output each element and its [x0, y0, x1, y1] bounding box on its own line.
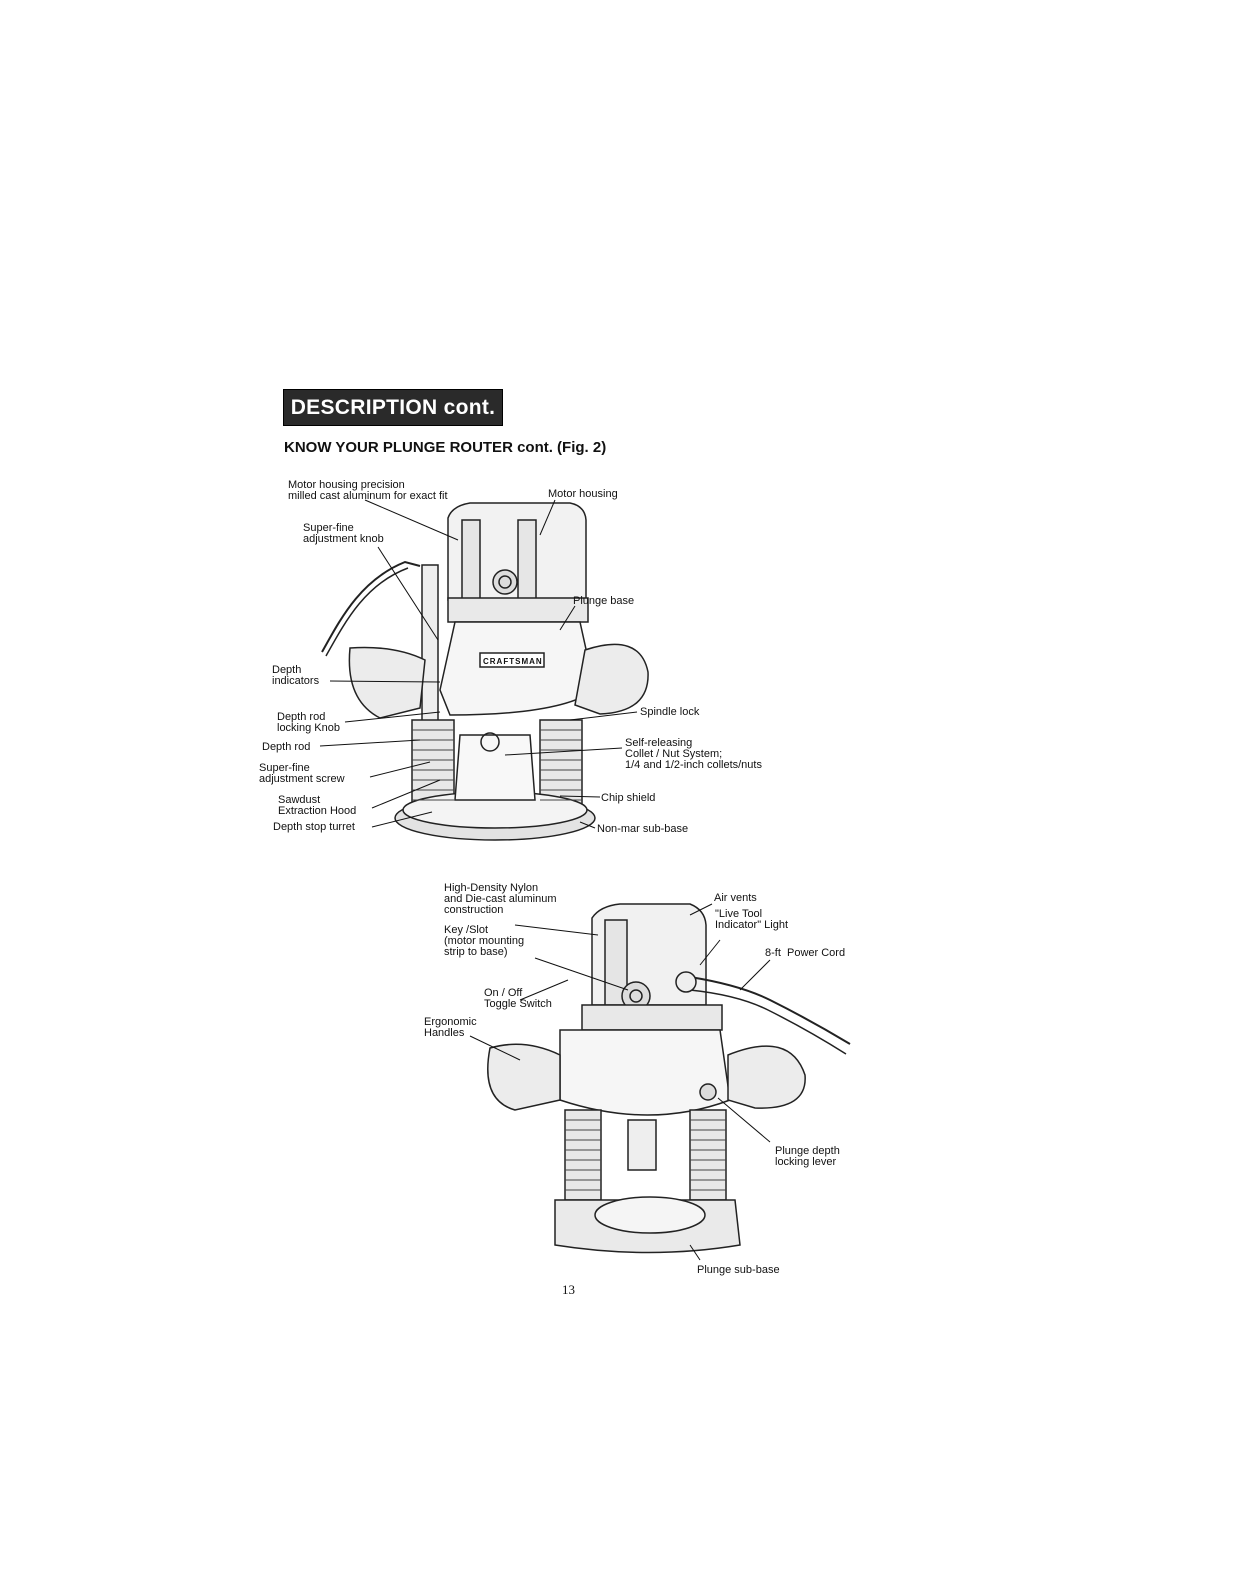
- label-collet-system: Self-releasing Collet / Nut System; 1/4 …: [625, 737, 762, 771]
- label-nylon-construction: High-Density Nylon and Die-cast aluminum…: [444, 882, 557, 916]
- label-plunge-depth-lever: Plunge depth locking lever: [775, 1145, 840, 1168]
- label-on-off-switch: On / Off Toggle Switch: [484, 987, 552, 1010]
- page-number: 13: [562, 1282, 575, 1297]
- label-super-fine-knob: Super-fine adjustment knob: [303, 522, 384, 545]
- label-power-cord: 8-ft Power Cord: [765, 947, 846, 959]
- label-live-tool-light: "Live Tool Indicator" Light: [715, 908, 789, 931]
- label-plunge-sub-base: Plunge sub-base: [697, 1264, 780, 1276]
- subheading: KNOW YOUR PLUNGE ROUTER cont. (Fig. 2): [284, 439, 607, 456]
- label-key-slot: Key /Slot (motor mounting strip to base): [444, 924, 525, 958]
- label-depth-rod-locking-knob: Depth rod locking Knob: [277, 711, 340, 734]
- label-non-mar-sub-base: Non-mar sub-base: [597, 823, 689, 835]
- section-banner: DESCRIPTION cont.: [283, 389, 503, 426]
- brand-plate: CRAFTSMAN: [483, 657, 543, 666]
- label-chip-shield: Chip shield: [601, 792, 656, 804]
- label-motor-housing-precision: Motor housing precision milled cast alum…: [288, 479, 448, 502]
- label-plunge-base: Plunge base: [573, 595, 635, 607]
- label-motor-housing: Motor housing: [548, 488, 618, 500]
- label-super-fine-screw: Super-fine adjustment screw: [259, 762, 345, 785]
- label-ergonomic-handles: Ergonomic Handles: [424, 1016, 477, 1039]
- label-depth-rod: Depth rod: [262, 741, 311, 753]
- label-depth-indicators: Depth indicators: [272, 664, 320, 687]
- label-sawdust-hood: Sawdust Extraction Hood: [278, 794, 357, 817]
- label-air-vents: Air vents: [714, 892, 757, 904]
- label-spindle-lock: Spindle lock: [640, 706, 700, 718]
- label-depth-stop-turret: Depth stop turret: [273, 821, 355, 833]
